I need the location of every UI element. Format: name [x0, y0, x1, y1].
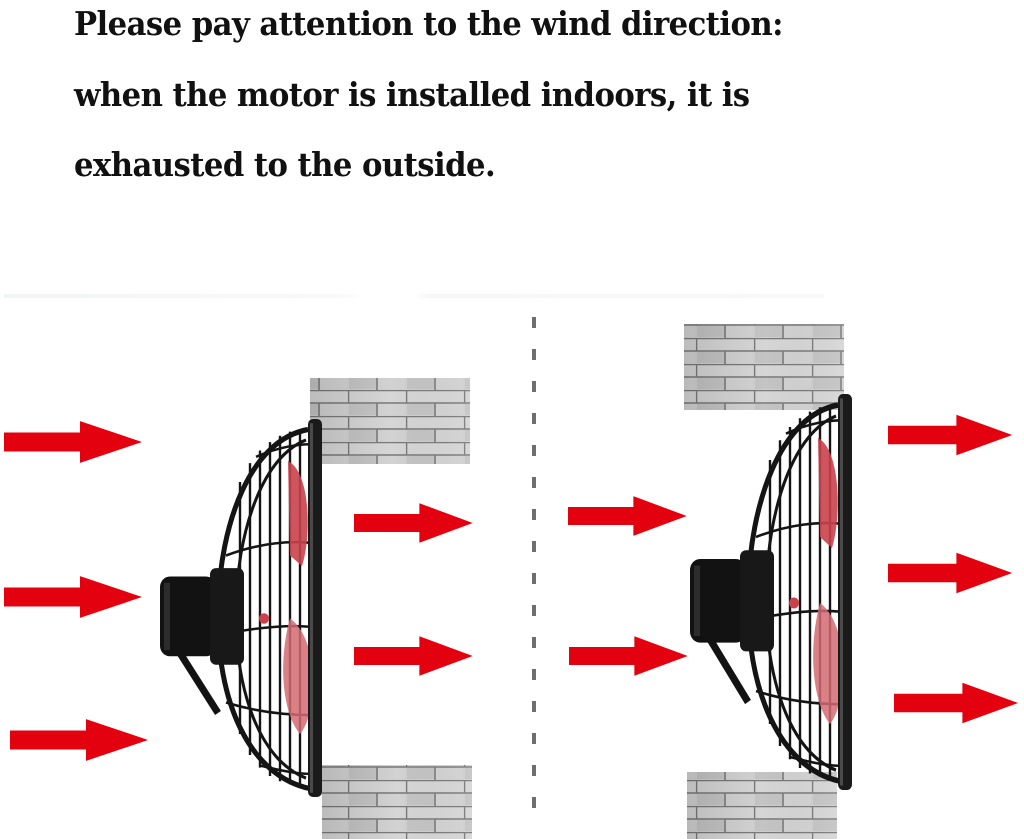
panel-right — [568, 324, 1019, 839]
faint-smudge-line — [4, 294, 824, 298]
headline-line-3: exhausted to the outside. — [74, 145, 496, 184]
arrow-right-icon-in-2 — [569, 636, 688, 676]
arrow-right-icon-out-2 — [888, 552, 1013, 594]
arrow-right-icon-in-2 — [4, 576, 142, 618]
exhaust-fan-icon-right — [690, 394, 852, 790]
arrow-right-icon-out-1 — [888, 414, 1013, 456]
arrow-right-icon-in-1 — [568, 496, 687, 536]
exhaust-fan-icon-left — [160, 419, 322, 797]
arrow-right-icon-out-2 — [354, 636, 473, 676]
panel-left — [4, 378, 473, 839]
arrow-right-icon-out-3 — [894, 682, 1019, 724]
arrow-right-icon-out-1 — [354, 503, 473, 543]
headline-line-1: Please pay attention to the wind directi… — [74, 4, 783, 43]
arrow-right-icon-in-1 — [4, 421, 142, 463]
headline-line-2: when the motor is installed indoors, it … — [74, 75, 750, 114]
arrow-right-icon-in-3 — [10, 719, 148, 761]
